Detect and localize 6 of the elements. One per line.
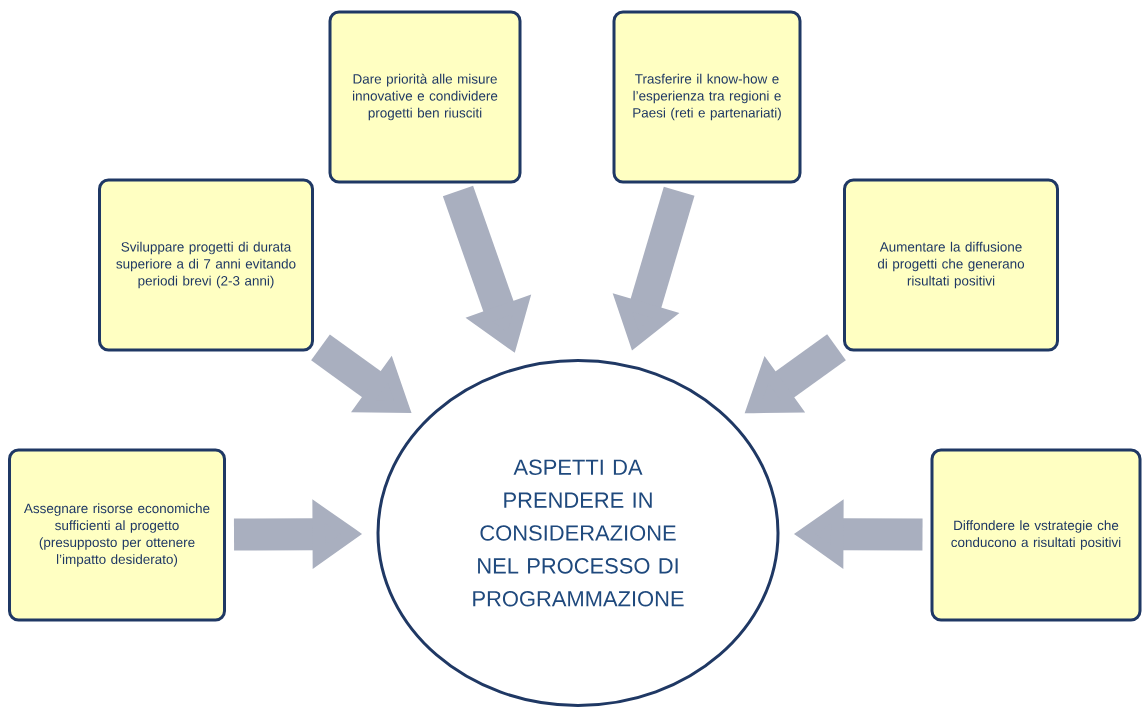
text-box: Assegnare risorse economiche sufficienti al progetto (presupposto per ottenere l’impatto desiderato) [8, 448, 226, 622]
text-box: Aumentare la diffusione di progetti che generano risultati positivi [843, 178, 1059, 352]
text-box: Trasferire il know-how e l’esperienza tra regioni e Paesi (reti e partenariati) [612, 10, 802, 184]
text-box: Sviluppare progetti di durata superiore a di 7 anni evitando periodi brevi (2-3 anni) [98, 178, 314, 352]
text-box: Dare priorità alle misure innovative e condividere progetti ben riusciti [328, 10, 522, 184]
text-box: Diffondere le vstrategie che conducono a risultati positivi [930, 448, 1142, 622]
